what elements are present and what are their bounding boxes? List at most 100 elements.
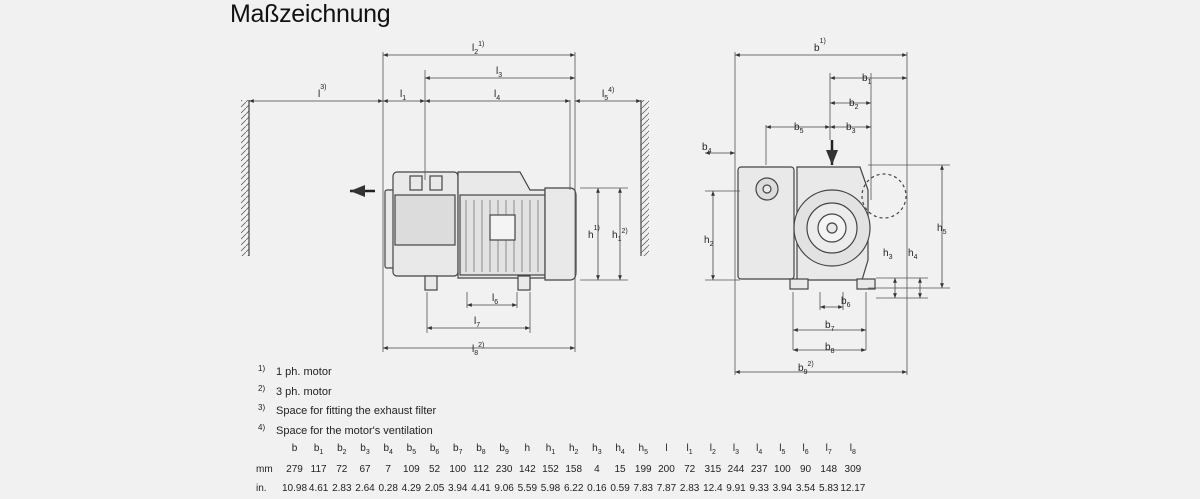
header-subscript: 1 (319, 449, 324, 457)
dim-label-h4: h4 (908, 248, 918, 261)
table-cell: 72 (336, 463, 348, 475)
header-symbol: b (499, 443, 505, 455)
dim-label-b1: b1 (862, 73, 872, 86)
header-subscript: 7 (827, 449, 832, 457)
table-cell: 6.22 (563, 483, 584, 495)
table-header-cell: h (516, 440, 539, 460)
header-symbol: h (592, 443, 598, 455)
table-cell: 5.98 (540, 483, 561, 495)
footnote-text: 1 ph. motor (276, 366, 332, 378)
table-cell: 148 (820, 463, 838, 475)
dim-label-l8: l82) (472, 342, 484, 357)
header-subscript: 1 (688, 449, 693, 457)
table-cell: 117 (310, 463, 327, 475)
table-cell: 15 (614, 463, 626, 475)
header-subscript: 4 (758, 449, 763, 457)
table-cell: 7.83 (633, 483, 653, 495)
table-cell: 2.64 (355, 483, 375, 495)
dim-label-h: h1) (588, 225, 600, 241)
table-cell: 90 (800, 463, 812, 475)
header-symbol: l (779, 443, 782, 455)
table-cell: 100 (449, 463, 467, 475)
table-cell: 52 (429, 463, 441, 475)
footnotes: 1)1 ph. motor 2)3 ph. motor 3)Space for … (258, 361, 436, 439)
table-header-cell: b (282, 440, 307, 460)
table-cell: 142 (518, 463, 536, 475)
table-cell: 4.41 (471, 483, 491, 495)
table-cell: 230 (495, 463, 513, 475)
table-cell: 5.83 (819, 483, 839, 495)
table-header-cell: l2 (701, 440, 724, 460)
dim-label-b3: b3 (846, 122, 856, 135)
header-symbol: h (524, 443, 531, 455)
table-header-cell: b9 (493, 440, 516, 460)
table-header-cell: l3 (724, 440, 747, 460)
dimension-arrows (249, 53, 944, 374)
dim-label-h3: h3 (883, 248, 893, 261)
header-subscript: 1 (551, 449, 556, 457)
footnote-text: Space for the motor's ventilation (276, 424, 433, 437)
table-unit-cell: in. (256, 483, 267, 495)
header-subscript: 4 (389, 449, 393, 457)
table-header-cell: h1 (539, 440, 562, 460)
header-symbol: l (665, 443, 668, 455)
table-cell: 2.05 (424, 483, 445, 495)
header-symbol: l (756, 443, 759, 455)
header-symbol: h (638, 443, 645, 455)
table-header-cell: l4 (748, 440, 771, 460)
table-cell: 158 (565, 463, 583, 475)
table-cell: 4 (594, 463, 600, 475)
header-subscript: 6 (804, 449, 809, 457)
header-symbol: l (686, 443, 689, 455)
table-cell: 2.83 (679, 483, 700, 495)
table-cell: 237 (750, 463, 768, 475)
table-cell: 5.59 (517, 483, 538, 495)
header-symbol: l (849, 443, 853, 455)
footnote-text: 3 ph. motor (276, 385, 332, 398)
table-header-cell: h5 (632, 440, 655, 460)
dim-label-l4: l4 (494, 89, 500, 102)
dim-label-l3: l3 (496, 66, 502, 79)
footnote: 4)Space for the motor's ventilation (258, 420, 436, 440)
table-cell: 12.17 (840, 483, 866, 495)
header-subscript: 4 (620, 449, 625, 457)
page-title: Maßzeichnung (230, 0, 391, 28)
header-symbol: b (406, 443, 413, 455)
dim-label-b8: b8 (825, 342, 835, 355)
table-cell: 2.83 (332, 483, 352, 495)
table-header-cell: l6 (794, 440, 817, 460)
header-subscript: 3 (365, 449, 370, 457)
header-symbol: h (545, 443, 552, 455)
dim-label-b4: b4 (702, 142, 712, 155)
table-cell: 309 (844, 463, 862, 475)
dim-label-h2: h2 (704, 235, 714, 248)
table-cell: 9.06 (494, 483, 514, 495)
header-subscript: 8 (852, 449, 856, 457)
dim-label-l1: l1 (400, 89, 406, 102)
header-symbol: l (802, 443, 805, 455)
table-cell: 12.4 (703, 483, 723, 495)
dim-label-l6: l6 (492, 293, 498, 306)
header-subscript: 2 (711, 449, 716, 457)
dim-label-h5: h5 (937, 223, 947, 236)
pump-front-view (737, 166, 907, 290)
header-symbol: b (383, 443, 390, 455)
dim-label-b6: b6 (841, 296, 851, 309)
dim-label-b7: b7 (825, 320, 835, 333)
table-cell: 9.33 (749, 483, 769, 495)
header-subscript: 5 (644, 449, 648, 457)
table-header-cell: b2 (330, 440, 353, 460)
header-subscript: 8 (481, 449, 486, 457)
header-symbol: b (453, 443, 459, 455)
table-cell: 152 (542, 463, 559, 475)
header-subscript: 2 (342, 449, 347, 457)
table-cell: 0.59 (610, 483, 630, 495)
table-cell: 315 (704, 463, 722, 475)
header-symbol: l (825, 443, 828, 455)
table-header-cell: b8 (469, 440, 492, 460)
header-symbol: b (313, 443, 320, 455)
header-subscript: 5 (412, 449, 417, 457)
table-cell: 109 (403, 463, 420, 475)
